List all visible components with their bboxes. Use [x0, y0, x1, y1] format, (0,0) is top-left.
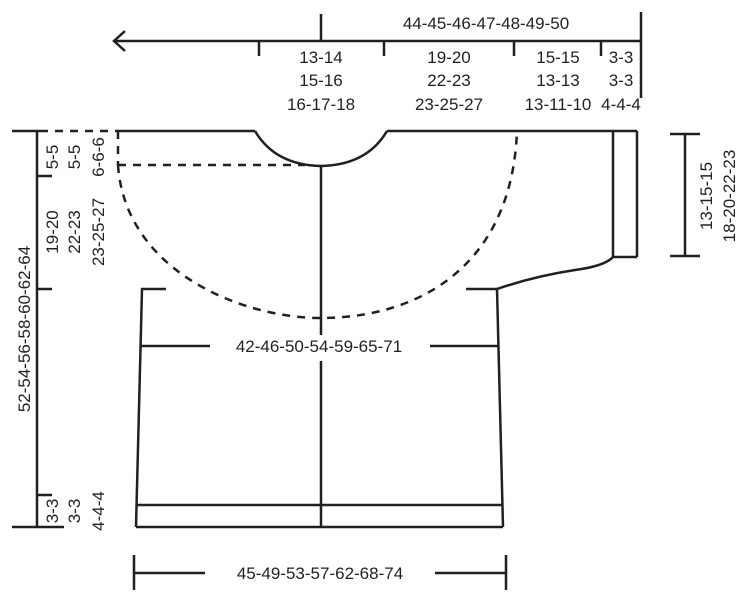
- svg-text:3-3: 3-3: [43, 499, 62, 524]
- chest-width-label: 42-46-50-54-59-65-71: [236, 337, 402, 356]
- garment-outline: [40, 129, 639, 529]
- yoke-top-labels: 5-5 5-5 6-6-6: [43, 137, 108, 177]
- svg-text:5-5: 5-5: [43, 145, 62, 170]
- svg-text:6-6-6: 6-6-6: [89, 137, 108, 177]
- bottom-width-dimension: [132, 555, 508, 590]
- svg-text:16-17-18: 16-17-18: [287, 95, 355, 114]
- sleeve-length-dimension: [670, 132, 700, 258]
- svg-text:22-23: 22-23: [427, 71, 470, 90]
- svg-text:3-3: 3-3: [609, 48, 634, 67]
- svg-text:15-16: 15-16: [299, 71, 342, 90]
- bottom-width-label: 45-49-53-57-62-68-74: [237, 564, 403, 583]
- total-length-label: 52-54-56-58-60-62-64: [15, 246, 34, 412]
- svg-text:13-15-15: 13-15-15: [697, 162, 716, 230]
- shoulder-width-labels: 19-20 22-23 23-25-27: [415, 48, 483, 114]
- svg-text:3-3: 3-3: [65, 499, 84, 524]
- top-dimension-line: [112, 12, 643, 98]
- hem-labels: 3-3 3-3 4-4-4: [43, 491, 108, 531]
- yoke-dashed-lines: [116, 130, 519, 320]
- svg-text:22-23: 22-23: [65, 210, 84, 253]
- neckline: [253, 130, 389, 168]
- svg-text:13-11-10: 13-11-10: [525, 95, 592, 114]
- svg-text:5-5: 5-5: [65, 145, 84, 170]
- svg-text:4-4-4: 4-4-4: [89, 491, 108, 531]
- cuff-width-labels: 3-3 3-3 4-4-4: [601, 48, 641, 114]
- svg-text:15-15: 15-15: [536, 48, 579, 67]
- svg-text:18-20-22-23: 18-20-22-23: [720, 150, 739, 243]
- sleeve-width-labels: 15-15 13-13 13-11-10: [525, 48, 592, 114]
- svg-text:19-20: 19-20: [43, 210, 62, 253]
- yoke-length-labels: 19-20 22-23 23-25-27: [43, 198, 108, 266]
- sleeve-length-labels: 13-15-15 18-20-22-23: [697, 150, 739, 243]
- svg-text:13-14: 13-14: [299, 48, 342, 67]
- svg-text:23-25-27: 23-25-27: [89, 198, 108, 266]
- overall-width-label: 44-45-46-47-48-49-50: [403, 14, 569, 33]
- neck-width-labels: 13-14 15-16 16-17-18: [287, 48, 355, 114]
- svg-text:3-3: 3-3: [609, 71, 634, 90]
- svg-text:4-4-4: 4-4-4: [601, 95, 641, 114]
- svg-text:13-13: 13-13: [536, 71, 579, 90]
- left-dimension-line: [12, 129, 64, 529]
- svg-text:19-20: 19-20: [427, 48, 470, 67]
- arrow-left-icon: [112, 30, 126, 52]
- sleeve-underarm: [496, 256, 614, 291]
- svg-text:23-25-27: 23-25-27: [415, 95, 483, 114]
